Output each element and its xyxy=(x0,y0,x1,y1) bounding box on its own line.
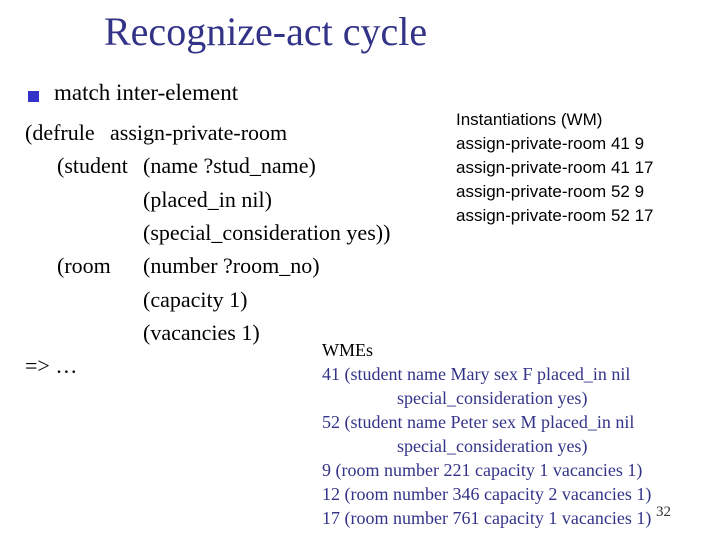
rule-line: (student (name ?stud_name) xyxy=(0,153,460,179)
instantiation-item: assign-private-room 52 9 xyxy=(456,182,645,201)
wme-line: 9 (room number 221 capacity 1 vacancies … xyxy=(322,460,643,480)
wmes-block: WMEs 41 (student name Mary sex F placed_… xyxy=(322,338,651,530)
rule-line: (defrule assign-private-room xyxy=(0,120,460,146)
instantiations-block: Instantiations (WM) assign-private-room … xyxy=(456,108,653,228)
rule-line: (special_consideration yes)) xyxy=(0,220,460,246)
rule-slot: (capacity 1) xyxy=(143,287,248,312)
wmes-header: WMEs xyxy=(322,340,373,360)
wme-line-continuation: special_consideration yes) xyxy=(397,388,588,408)
instantiations-header: Instantiations (WM) xyxy=(456,110,603,129)
slide-title: Recognize-act cycle xyxy=(104,9,428,54)
bullet-square-icon xyxy=(28,91,39,102)
rule-keyword: (defrule xyxy=(25,120,95,145)
rule-slot: (vacancies 1) xyxy=(143,320,260,345)
rule-line: (placed_in nil) xyxy=(0,187,460,213)
rule-line: (room (number ?room_no) xyxy=(0,253,460,279)
instantiation-item: assign-private-room 41 9 xyxy=(456,134,645,153)
rule-pattern: (student xyxy=(57,153,128,178)
wme-line-continuation: special_consideration yes) xyxy=(397,436,588,456)
rule-line: (capacity 1) xyxy=(0,287,460,313)
page-number: 32 xyxy=(656,504,671,520)
instantiation-item: assign-private-room 52 17 xyxy=(456,206,654,225)
wme-line: 12 (room number 346 capacity 2 vacancies… xyxy=(322,484,652,504)
rule-arrow: => … xyxy=(25,353,78,378)
wme-line: 41 (student name Mary sex F placed_in ni… xyxy=(322,364,631,384)
rule-slot: (number ?room_no) xyxy=(143,253,320,278)
rule-pattern: (room xyxy=(57,253,111,278)
instantiation-item: assign-private-room 41 17 xyxy=(456,158,654,177)
rule-name: assign-private-room xyxy=(110,120,288,145)
wme-line: 52 (student name Peter sex M placed_in n… xyxy=(322,412,635,432)
rule-slot: (placed_in nil) xyxy=(143,187,272,212)
rule-slot: (name ?stud_name) xyxy=(143,153,316,178)
wme-line: 17 (room number 761 capacity 1 vacancies… xyxy=(322,508,652,528)
bullet-item-text: match inter-element xyxy=(54,80,239,105)
rule-slot: (special_consideration yes)) xyxy=(143,220,391,245)
